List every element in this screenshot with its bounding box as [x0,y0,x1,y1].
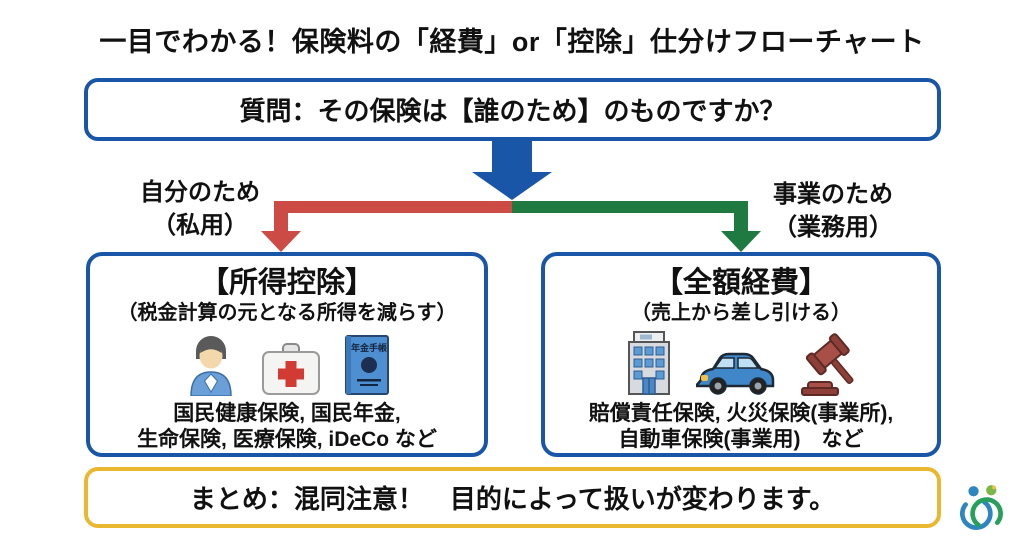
page-title: 一目でわかる！保険料の「経費」or「控除」仕分けフローチャート [99,27,925,57]
left-branch-label: 自分のため （私用） [100,176,300,242]
left-branch-line [276,201,512,213]
right-branch-line [512,201,747,213]
deduction-subheading: （税金計算の元となる所得を減らす） [117,302,457,324]
svg-text:年金手帳: 年金手帳 [351,342,387,353]
left-branch-label-line1: 自分のため [140,179,260,206]
brand-logo-icon [953,480,1009,536]
right-branch-label: 事業のため （業務用） [733,178,933,244]
gavel-icon [798,332,860,396]
question-box: 質問：その保険は【誰のため】のものですか？ [84,78,941,141]
right-arrow-icon [721,231,761,252]
right-branch-label-line2: （業務用） [773,214,893,241]
deduction-box: 【所得控除】 （税金計算の元となる所得を減らす） [86,252,488,457]
expense-subheading: （売上から差し引ける） [631,302,851,324]
left-branch-label-line2: （私用） [152,212,248,239]
summary-box: まとめ：混同注意！ 目的によって扱いが変わります。 [84,467,941,528]
expense-box: 【全額経費】 （売上から差し引ける） [541,252,941,457]
expense-items: 賠償責任保険, 火災保険(事業所), 自動車保険(事業用) など [589,401,894,453]
down-arrow-stem [492,140,532,173]
deduction-icons: 年金手帳 [183,328,391,396]
pension-book-icon: 年金手帳 [343,334,391,396]
person-icon [183,334,239,396]
left-arrow-icon [261,231,301,252]
deduction-heading: 【所得控除】 [199,267,374,299]
right-branch-drop [734,201,748,232]
expense-items-line1: 賠償責任保険, 火災保険(事業所), [588,402,894,425]
deduction-items: 国民健康保険, 国民年金, 生命保険, 医療保険, iDeCo など [137,401,437,453]
summary-text: まとめ：混同注意！ 目的によって扱いが変わります。 [189,484,836,514]
expense-items-line2: 自動車保険(事業用) など [618,428,864,451]
question-text: 質問：その保険は【誰のため】のものですか？ [239,96,786,126]
left-branch-drop [274,201,288,232]
deduction-items-line2: 生命保険, 医療保険, iDeCo など [137,428,437,451]
first-aid-kit-icon [259,342,323,396]
expense-icons [622,328,860,396]
car-icon [696,348,778,396]
deduction-items-line1: 国民健康保険, 国民年金, [173,402,401,425]
expense-heading: 【全額経費】 [653,267,828,299]
down-arrow-icon [472,172,552,200]
building-icon [622,330,676,396]
right-branch-label-line1: 事業のため [773,181,893,208]
